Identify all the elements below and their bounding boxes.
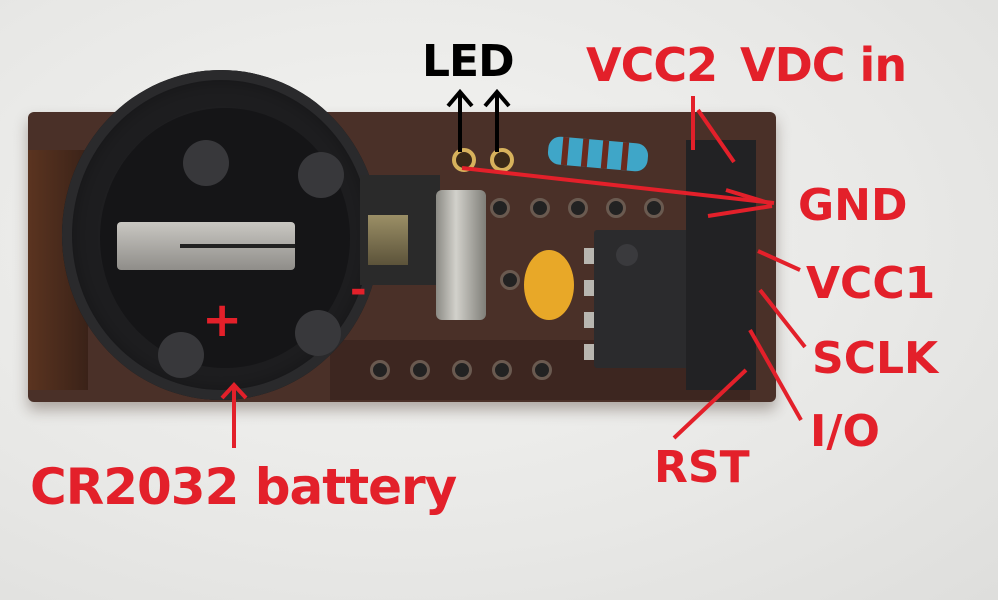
holder-dimple xyxy=(183,140,229,186)
pcb-pad xyxy=(452,360,472,380)
contact-slot xyxy=(180,244,295,248)
negative-terminal-label: - xyxy=(350,267,367,313)
pin-header xyxy=(686,140,756,390)
pcb-pad xyxy=(500,270,520,290)
pcb-pad xyxy=(370,360,390,380)
vdc-in-label: VDC in xyxy=(740,38,907,92)
led-pad xyxy=(490,148,514,172)
chip-pin1-marker xyxy=(616,244,638,266)
led-label: LED xyxy=(422,36,515,87)
pcb-pad xyxy=(644,198,664,218)
tantalum-capacitor xyxy=(524,250,574,320)
vcc1-label: VCC1 xyxy=(806,258,936,309)
sclk-label: SCLK xyxy=(812,333,939,384)
pcb-pad xyxy=(410,360,430,380)
positive-terminal-label: + xyxy=(202,292,243,348)
gnd-label: GND xyxy=(798,180,908,231)
battery-label: CR2032 battery xyxy=(30,458,457,516)
pcb-pad xyxy=(490,198,510,218)
pcb-pad xyxy=(606,198,626,218)
holder-dimple xyxy=(295,310,341,356)
crystal-oscillator xyxy=(436,190,486,320)
vcc2-label: VCC2 xyxy=(586,38,718,92)
pcb-pad xyxy=(492,360,512,380)
pcb-pad xyxy=(530,198,550,218)
rst-label: RST xyxy=(654,442,750,493)
negative-clip-metal xyxy=(368,215,408,265)
io-label: I/O xyxy=(810,406,880,457)
pcb-pad xyxy=(532,360,552,380)
pcb-pad xyxy=(568,198,588,218)
led-pad xyxy=(452,148,476,172)
holder-dimple xyxy=(158,332,204,378)
holder-dimple xyxy=(298,152,344,198)
